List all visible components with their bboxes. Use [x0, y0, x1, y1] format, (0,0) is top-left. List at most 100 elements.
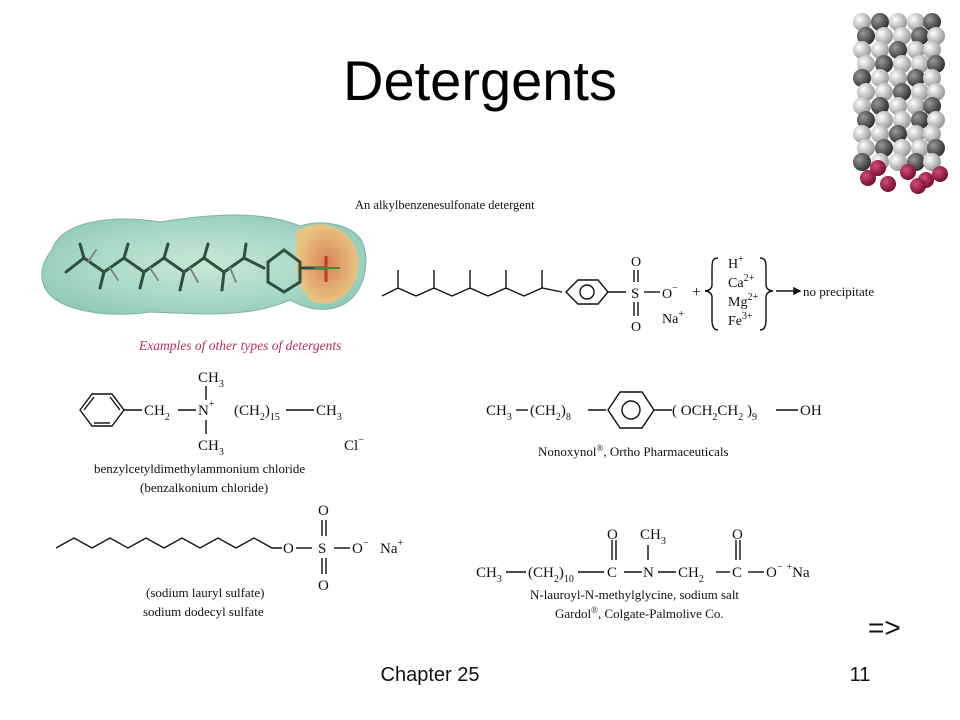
model-atom [927, 55, 945, 73]
gardol-methyl: CH3 [476, 565, 502, 585]
model-oxygen-atom [932, 166, 948, 182]
model-atom [893, 83, 911, 101]
gardol-carbonyl-c1: C [607, 565, 617, 581]
gardol-nitrogen: N [643, 565, 654, 581]
model-atom [907, 41, 925, 59]
footer-chapter: Chapter 25 [380, 664, 480, 686]
metal-ion: H+ [728, 254, 744, 272]
model-atom [889, 97, 907, 115]
model-atom [875, 139, 893, 157]
model-atom [907, 97, 925, 115]
sds-common-name: (sodium lauryl sulfate) [146, 585, 264, 600]
metal-ion: Mg2+ [728, 292, 758, 310]
alkylbenzene-structure [381, 257, 802, 331]
gardol-carbonyl-o1: O [607, 527, 618, 543]
gardol-carboxyl-o2: O [732, 527, 743, 543]
gardol-trade-name: Gardol®, Colgate-Palmolive Co. [555, 605, 724, 621]
model-atom [923, 69, 941, 87]
model-atom [871, 97, 889, 115]
model-atom [853, 13, 871, 31]
examples-heading: Examples of other types of detergents [138, 338, 341, 353]
model-oxygen-atom [860, 170, 876, 186]
model-atom [893, 55, 911, 73]
model-atom [871, 13, 889, 31]
model-atom [927, 83, 945, 101]
model-atom [853, 41, 871, 59]
model-atom [923, 97, 941, 115]
model-atom [871, 125, 889, 143]
benzalkonium-name: benzylcetyldimethylammonium chloride [94, 461, 305, 476]
gardol-structure [506, 540, 764, 573]
next-slide-arrow[interactable]: => [868, 612, 901, 643]
model-atom [911, 139, 929, 157]
model-atom [857, 111, 875, 129]
model-atom [857, 55, 875, 73]
sds-sodium: Na+ [380, 538, 404, 557]
sds-name: sodium dodecyl sulfate [143, 604, 264, 619]
model-atom [927, 111, 945, 129]
metal-ion-list: H+Ca2+Mg2+Fe3+ [728, 254, 758, 329]
ammonium-nitrogen: N+ [198, 399, 215, 419]
model-atom [853, 97, 871, 115]
nonoxynol-ether: ( OCH2CH2 )9 [672, 403, 757, 423]
gardol-name: N-lauroyl-N-methylglycine, sodium salt [530, 587, 739, 602]
model-atom [923, 41, 941, 59]
model-oxygen-atom [880, 176, 896, 192]
nonoxynol-name: Nonoxynol®, Ortho Pharmaceuticals [538, 443, 729, 459]
gardol-anion-oxygen: O−+Na [766, 562, 810, 581]
sulfur-atom: S [631, 286, 639, 302]
model-atom [871, 69, 889, 87]
page-number: 11 [849, 664, 871, 686]
chloride-anion: Cl− [344, 435, 364, 454]
model-atom [911, 55, 929, 73]
gardol-chain: (CH2)10 [528, 565, 574, 585]
model-oxygen-atom [910, 178, 926, 194]
nonoxynol-chain: (CH2)8 [530, 403, 571, 423]
model-atom [889, 69, 907, 87]
model-atom [893, 139, 911, 157]
model-atom [923, 153, 941, 171]
model-oxygen-atom [870, 160, 886, 176]
model-atom [907, 125, 925, 143]
plus-sign: + [692, 284, 701, 301]
model-atom [875, 83, 893, 101]
benzalkonium-structure [79, 386, 314, 434]
model-atom [857, 139, 875, 157]
model-atom [889, 41, 907, 59]
gardol-carboxyl-c2: C [732, 565, 742, 581]
model-atom [911, 111, 929, 129]
model-atom [927, 139, 945, 157]
model-atom [875, 111, 893, 129]
methyl-end: CH3 [316, 403, 342, 423]
sulfonate-oxygen-top: O [631, 255, 641, 270]
benzyl-ch2: CH2 [144, 403, 170, 423]
sds-anion-oxygen: O− [352, 538, 369, 557]
model-oxygen-atom [900, 164, 916, 180]
alkylbenzene-caption: An alkylbenzenesulfonate detergent [355, 198, 535, 212]
sulfonate-anion-oxygen: O− [662, 283, 678, 302]
model-atom [911, 83, 929, 101]
model-atom [911, 27, 929, 45]
nonoxynol-hydroxyl: OH [800, 403, 822, 419]
gardol-n-methyl: CH3 [640, 527, 666, 547]
model-atom [857, 27, 875, 45]
model-atom [853, 69, 871, 87]
model-atom [889, 13, 907, 31]
sds-link-oxygen: O [283, 541, 294, 557]
nonoxynol-methyl: CH3 [486, 403, 512, 423]
no-precipitate-label: no precipitate [803, 284, 874, 299]
model-atom [893, 27, 911, 45]
electrostatic-surface-model-image [41, 214, 367, 315]
metal-ion: Ca2+ [728, 273, 755, 291]
model-atom [853, 153, 871, 171]
slide-title: Detergents [343, 49, 617, 112]
model-atom [907, 69, 925, 87]
model-atom [923, 13, 941, 31]
model-atom [871, 41, 889, 59]
sds-structure [55, 520, 350, 574]
model-atom [857, 83, 875, 101]
nonoxynol-structure [516, 391, 798, 429]
cetyl-chain: (CH2)15 [234, 403, 280, 423]
methyl-top: CH3 [198, 370, 224, 390]
